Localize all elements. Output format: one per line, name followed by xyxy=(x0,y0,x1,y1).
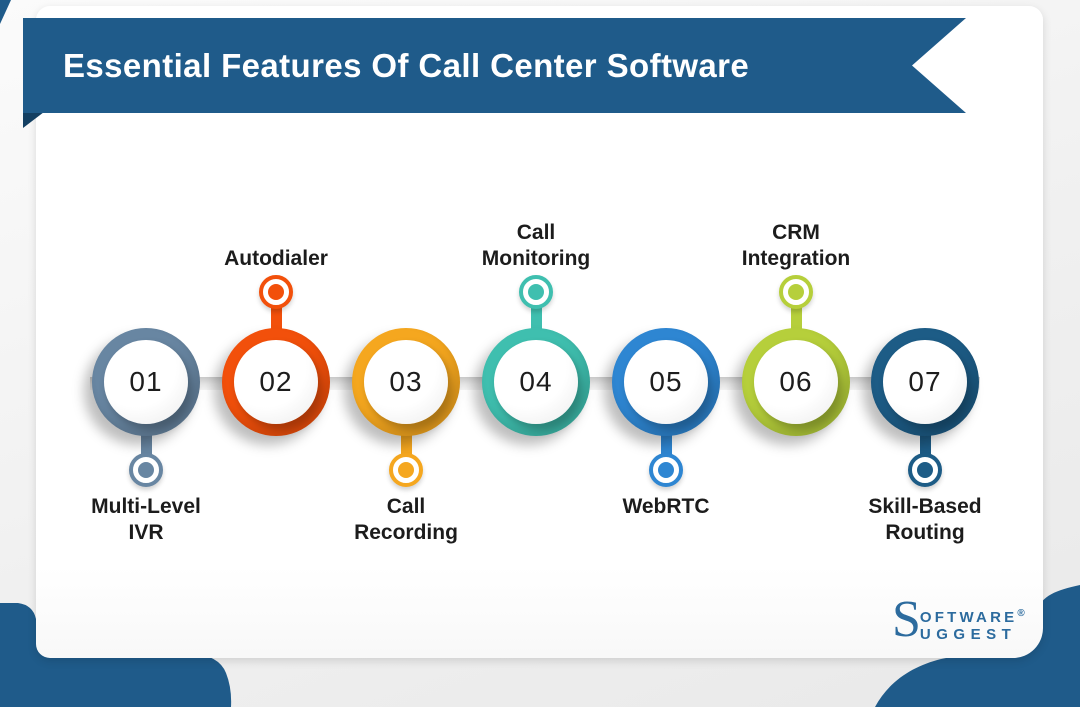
feature-circle: 07 xyxy=(871,328,979,436)
feature-circle: 03 xyxy=(352,328,460,436)
feature-circle: 06 xyxy=(742,328,850,436)
feature-number: 02 xyxy=(259,366,293,397)
feature-number: 04 xyxy=(519,366,553,397)
feature-circle-inner: 04 xyxy=(494,340,578,424)
feature-label: Call Monitoring xyxy=(481,221,591,270)
feature-number: 05 xyxy=(649,366,683,397)
registered-mark: ® xyxy=(1017,608,1025,619)
feature-circle: 01 xyxy=(92,328,200,436)
logo-line-suggest: UGGEST xyxy=(919,626,1017,643)
connector-dot xyxy=(519,275,553,309)
connector-dot xyxy=(649,453,683,487)
page-title: Essential Features Of Call Center Softwa… xyxy=(63,47,750,84)
feature-circle-inner: 05 xyxy=(624,340,708,424)
feature-circle: 05 xyxy=(612,328,720,436)
connector-dot xyxy=(908,453,942,487)
connector-stem xyxy=(270,296,282,342)
feature-label: CRM Integration xyxy=(741,221,851,270)
feature-label: WebRTC xyxy=(622,495,710,518)
feature-label: Autodialer xyxy=(224,247,328,270)
connector-stem xyxy=(530,296,542,342)
feature-number: 07 xyxy=(908,366,942,397)
feature-number: 03 xyxy=(389,366,423,397)
feature-circle-inner: 06 xyxy=(754,340,838,424)
feature-circle: 04 xyxy=(482,328,590,436)
feature-circle-inner: 03 xyxy=(364,340,448,424)
connector-dot xyxy=(389,453,423,487)
title-ribbon: Essential Features Of Call Center Softwa… xyxy=(23,18,966,113)
connector-dot xyxy=(129,453,163,487)
connector-stem xyxy=(140,422,152,468)
feature-label: Call Recording xyxy=(354,495,458,544)
feature-label: Skill-Based Routing xyxy=(868,495,982,544)
feature-number: 06 xyxy=(779,366,813,397)
softwaresuggest-logo: S OFTWARE® UGGEST xyxy=(892,591,1025,648)
connector-dot xyxy=(779,275,813,309)
top-left-corner-shape xyxy=(0,0,11,24)
logo-text: OFTWARE® UGGEST xyxy=(920,597,1025,643)
feature-circle-inner: 02 xyxy=(234,340,318,424)
feature-circle-inner: 07 xyxy=(883,340,967,424)
feature-circle-inner: 01 xyxy=(104,340,188,424)
feature-number: 01 xyxy=(129,366,163,397)
connector-stem xyxy=(919,422,931,468)
connector-stem xyxy=(660,422,672,468)
logo-line-software: OFTWARE® xyxy=(919,608,1025,626)
connector-stem xyxy=(400,422,412,468)
feature-label: Multi-Level IVR xyxy=(91,495,201,544)
connector-dot xyxy=(259,275,293,309)
connector-stem xyxy=(790,296,802,342)
feature-circle: 02 xyxy=(222,328,330,436)
logo-initial: S xyxy=(892,591,921,648)
